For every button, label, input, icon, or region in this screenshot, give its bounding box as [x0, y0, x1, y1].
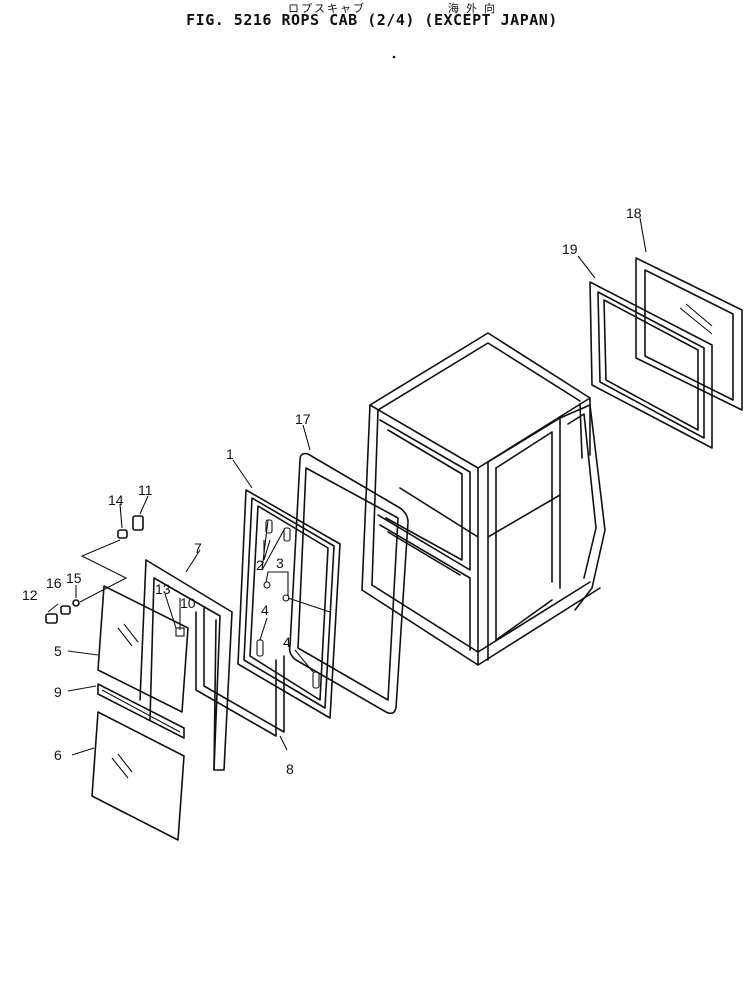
cab-body — [361, 332, 606, 666]
callout-labels: 1 2 3 4 4 5 6 7 8 9 10 11 12 13 14 15 16… — [22, 205, 642, 777]
callout-4-upper: 4 — [261, 602, 269, 618]
callout-11: 11 — [138, 482, 153, 498]
callout-14: 14 — [108, 492, 124, 508]
callout-6: 6 — [54, 747, 62, 763]
callout-8: 8 — [286, 761, 294, 777]
callout-17: 17 — [295, 411, 311, 427]
callout-16: 16 — [46, 575, 62, 591]
callout-1: 1 — [226, 446, 234, 462]
part-17-door-weatherstrip — [288, 452, 409, 715]
callout-5: 5 — [54, 643, 62, 659]
callout-2: 2 — [256, 557, 264, 573]
part-7-sliding-window-frame — [139, 559, 233, 771]
callout-12: 12 — [22, 587, 38, 603]
stray-dot — [392, 55, 396, 59]
part-9-channel — [97, 683, 185, 739]
callout-7: 7 — [194, 540, 202, 556]
part-19-rear-weatherstrip — [589, 281, 713, 449]
figure-title: FIG. 5216 ROPS CAB (2/4) (EXCEPT JAPAN) — [186, 11, 558, 29]
callout-9: 9 — [54, 684, 62, 700]
part-6-lower-glass — [91, 711, 185, 841]
part-8-seal-strip — [195, 607, 285, 737]
callout-10: 10 — [180, 595, 196, 611]
subtitle-japanese-name: ロプスキャブ — [288, 3, 366, 15]
small-latch-parts — [45, 515, 144, 624]
part-5-upper-glass — [97, 585, 189, 713]
part-18-rear-glass — [635, 257, 743, 411]
callout-13: 13 — [155, 581, 171, 597]
callout-4-lower: 4 — [283, 634, 291, 650]
callout-18: 18 — [626, 205, 642, 221]
leader-lines — [47, 217, 647, 756]
callout-15: 15 — [66, 570, 82, 586]
callout-19: 19 — [562, 241, 578, 257]
subtitle-market: 海 外 向 — [448, 3, 498, 15]
part-1-door-frame — [237, 489, 341, 719]
callout-3: 3 — [276, 555, 284, 571]
